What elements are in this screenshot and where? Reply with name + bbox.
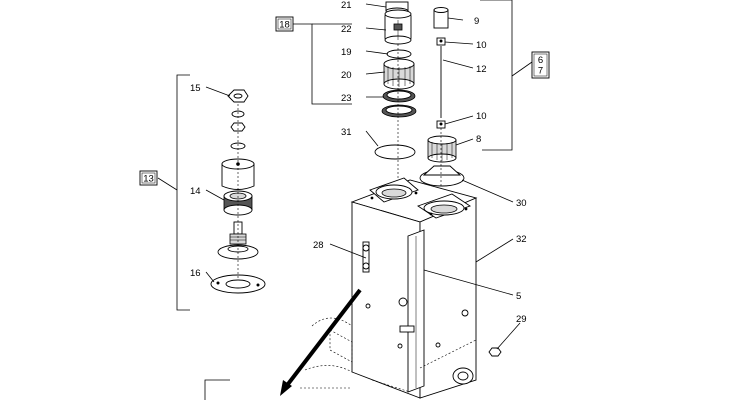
ref-box-18-label: 18 <box>279 20 290 31</box>
part-16-gasket <box>210 274 266 294</box>
part-14-bearing <box>223 190 253 216</box>
callout-labels: 21 22 19 20 23 31 9 10 12 10 8 30 32 5 2… <box>190 0 527 325</box>
ref-box-13: 13 <box>139 170 158 186</box>
partial-frame-bottom-left <box>204 379 230 400</box>
group-13-bracket <box>157 74 190 311</box>
group-18-bracket <box>293 23 352 105</box>
leader-lines <box>205 3 521 350</box>
part-22-element <box>384 9 412 45</box>
oring-under-22 <box>386 49 412 59</box>
tank-body <box>300 177 478 399</box>
part-9-cap <box>433 7 449 29</box>
part-10-washer-bottom <box>436 120 446 129</box>
callout-12: 12 <box>476 64 487 75</box>
callout-10-bottom: 10 <box>476 111 487 122</box>
callout-10-top: 10 <box>476 40 487 51</box>
part-10-washer-top <box>436 37 446 46</box>
part-31-gasket <box>374 144 416 160</box>
part-30-seal <box>419 165 465 187</box>
callout-8: 8 <box>476 134 481 145</box>
part-19-strainer <box>383 58 415 90</box>
part-15-cap <box>227 89 249 103</box>
callout-22: 22 <box>341 24 352 35</box>
ref-box-7-label: 7 <box>538 66 543 77</box>
ref-box-18: 18 <box>275 16 294 32</box>
callout-14: 14 <box>190 186 201 197</box>
callout-31: 31 <box>341 127 352 138</box>
ref-box-13-label: 13 <box>143 174 154 185</box>
ref-box-6-7: 6 7 <box>531 51 550 79</box>
callout-16: 16 <box>190 268 201 279</box>
callout-5: 5 <box>516 291 521 302</box>
callout-21: 21 <box>341 0 352 11</box>
part-8-breather <box>427 135 457 163</box>
callout-30: 30 <box>516 198 527 209</box>
group-6-7-bracket <box>480 0 533 151</box>
ref-box-6-label: 6 <box>538 55 543 66</box>
callout-9: 9 <box>474 16 479 27</box>
callout-15: 15 <box>190 83 201 94</box>
callout-23: 23 <box>341 93 352 104</box>
direction-arrow <box>280 288 362 396</box>
callout-32: 32 <box>516 234 527 245</box>
callout-29: 29 <box>516 314 527 325</box>
callout-28: 28 <box>313 240 324 251</box>
callout-20: 20 <box>341 70 352 81</box>
part-29-plug <box>488 347 502 357</box>
part-20-ring <box>382 89 416 103</box>
callout-19: 19 <box>341 47 352 58</box>
part-23-ring <box>381 104 417 118</box>
